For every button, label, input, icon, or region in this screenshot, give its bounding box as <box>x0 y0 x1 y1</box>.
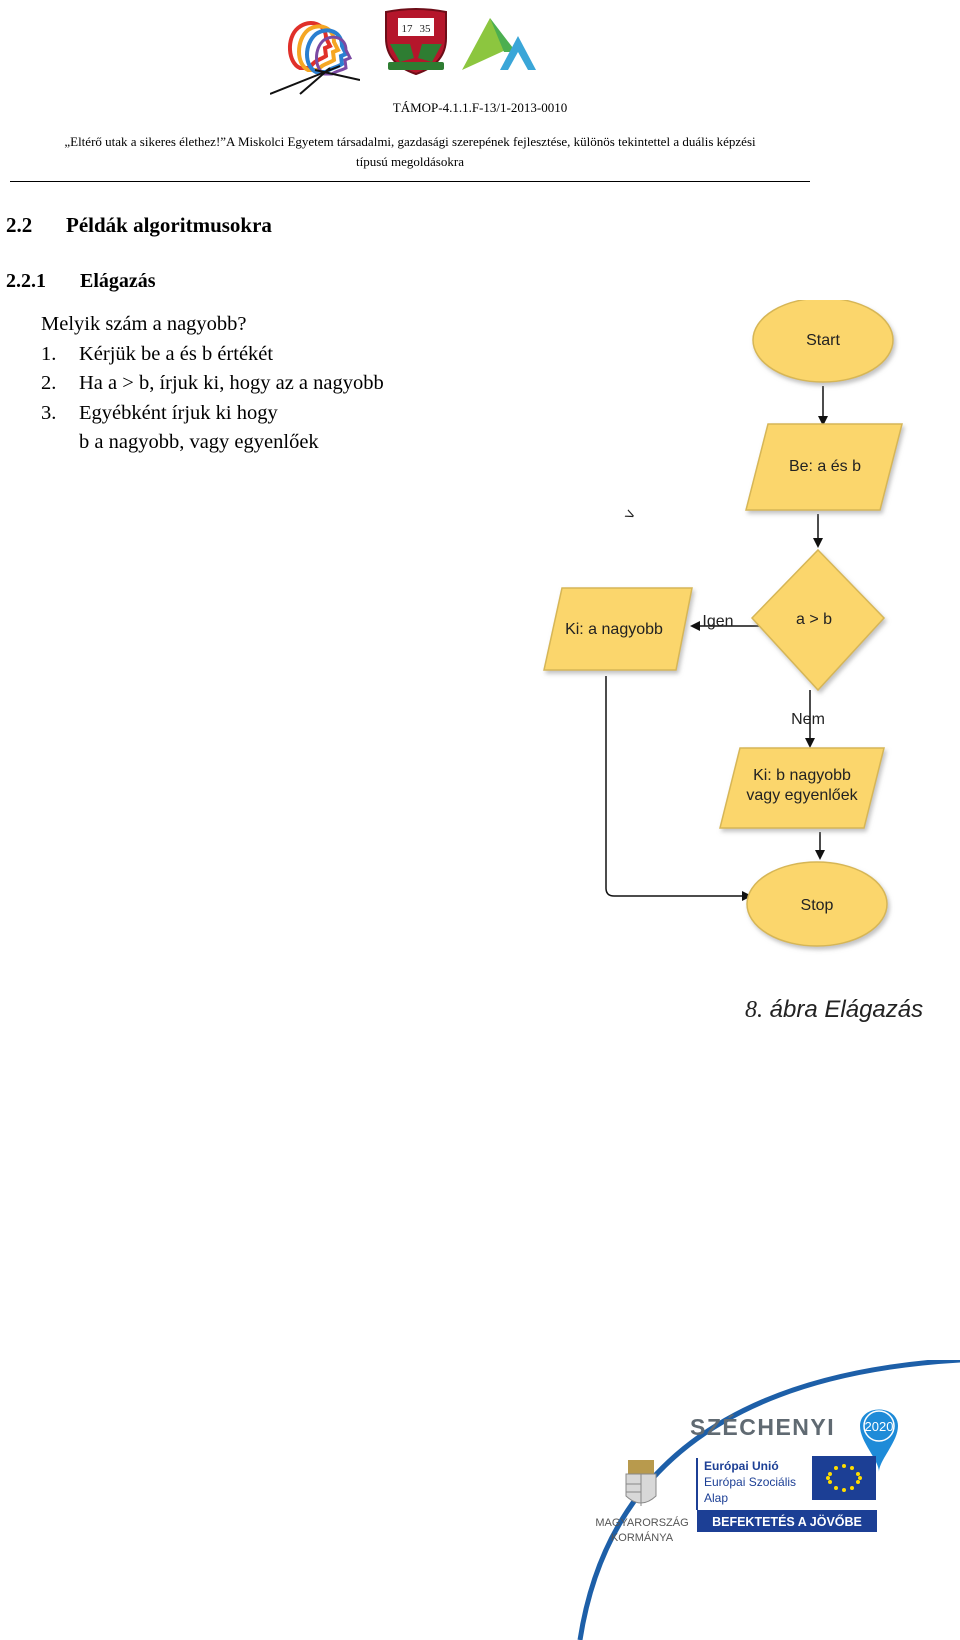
input-parallelogram <box>745 423 903 511</box>
subsection-heading: 2.2.1 Elágazás <box>6 270 156 293</box>
subsection-title: Elágazás <box>80 270 156 292</box>
university-shield-logo: 17 35 <box>385 8 447 76</box>
start-terminal <box>752 300 894 383</box>
stray-mark: > <box>622 506 638 525</box>
yes-label: Igen <box>702 613 733 630</box>
szechenyi-year: 2020 <box>865 1419 894 1434</box>
szechenyi-wordmark: SZÉCHENYI <box>690 1413 835 1440</box>
section-number: 2.2 <box>6 213 33 237</box>
triangle-logo <box>462 18 536 70</box>
connector-yes-stop <box>605 676 752 901</box>
project-code: TÁMOP-4.1.1.F-13/1-2013-0010 <box>392 100 568 115</box>
slogan-text: BEFEKTETÉS A JÖVŐBE <box>712 1514 862 1529</box>
government-line1: MAGYARORSZÁG <box>595 1516 688 1529</box>
step-item: 2. Ha a > b, írjuk ki, hogy az a nagyobb <box>41 369 384 399</box>
step-number: 1. <box>41 342 57 365</box>
eu-line3: Alap <box>704 1491 728 1505</box>
heads-logo <box>270 21 360 95</box>
svg-text:35: 35 <box>420 23 432 35</box>
no-label: Nem <box>791 711 825 728</box>
figure-caption: 8. ábra Elágazás <box>745 996 923 1024</box>
project-description: „Eltérő utak a sikeres élethez!”A Miskol… <box>10 132 810 172</box>
output-no-label-line1: Ki: b nagyobb <box>753 767 851 784</box>
eu-flag-icon <box>812 1456 876 1500</box>
figure-caption-text: ábra Elágazás <box>769 996 924 1023</box>
step-text: Ha a > b, írjuk ki, hogy az a nagyobb <box>79 372 384 394</box>
hungary-coat-of-arms-icon <box>625 1460 657 1506</box>
svg-text:17: 17 <box>402 23 414 35</box>
step-text: Egyébként írjuk ki hogy <box>79 401 278 424</box>
output-yes-parallelogram <box>543 587 693 671</box>
output-no-parallelogram <box>719 747 885 829</box>
stop-terminal <box>746 861 888 947</box>
eu-line2: Európai Szociális <box>704 1475 796 1489</box>
decision-diamond <box>750 548 886 692</box>
step-item: 3. Egyébként írjuk ki hogy <box>41 399 384 429</box>
input-label: Be: a és b <box>789 458 861 475</box>
branching-flowchart: Start Be: a és b > a > b Igen Ki: a nagy… <box>543 300 903 947</box>
location-pin-icon <box>860 1409 898 1472</box>
step-number: 3. <box>41 401 57 424</box>
algorithm-description: Melyik szám a nagyobb? 1. Kérjük be a és … <box>41 310 384 458</box>
badge-arc <box>577 1360 960 1640</box>
output-yes-label: Ki: a nagyobb <box>565 621 663 638</box>
section-title: Példák algoritmusokra <box>66 213 272 237</box>
start-label: Start <box>806 332 840 349</box>
funding-badge: SZÉCHENYI 2020 MAGYARORSZÁG KORMÁNYA Eur… <box>577 1360 960 1640</box>
question-line: Melyik szám a nagyobb? <box>41 313 247 335</box>
output-no-label-line2: vagy egyenlőek <box>746 787 858 804</box>
project-description-line2: típusú megoldásokra <box>356 154 464 169</box>
step-continuation: b a nagyobb, vagy egyenlőek <box>79 431 319 453</box>
header-divider <box>10 181 810 182</box>
slogan-bar <box>697 1510 877 1532</box>
stop-label: Stop <box>801 897 834 914</box>
step-number: 2. <box>41 372 57 394</box>
step-text: Kérjük be a és b értékét <box>79 342 274 365</box>
project-description-line1: „Eltérő utak a sikeres élethez!”A Miskol… <box>64 134 756 149</box>
decision-label: a > b <box>796 611 832 628</box>
figure-number: 8. <box>745 997 763 1023</box>
step-item: 1. Kérjük be a és b értékét <box>41 340 384 370</box>
section-heading: 2.2 Példák algoritmusokra <box>6 213 272 238</box>
eu-line1: Európai Unió <box>704 1459 779 1473</box>
government-line2: KORMÁNYA <box>611 1531 674 1544</box>
subsection-number: 2.2.1 <box>6 270 46 292</box>
